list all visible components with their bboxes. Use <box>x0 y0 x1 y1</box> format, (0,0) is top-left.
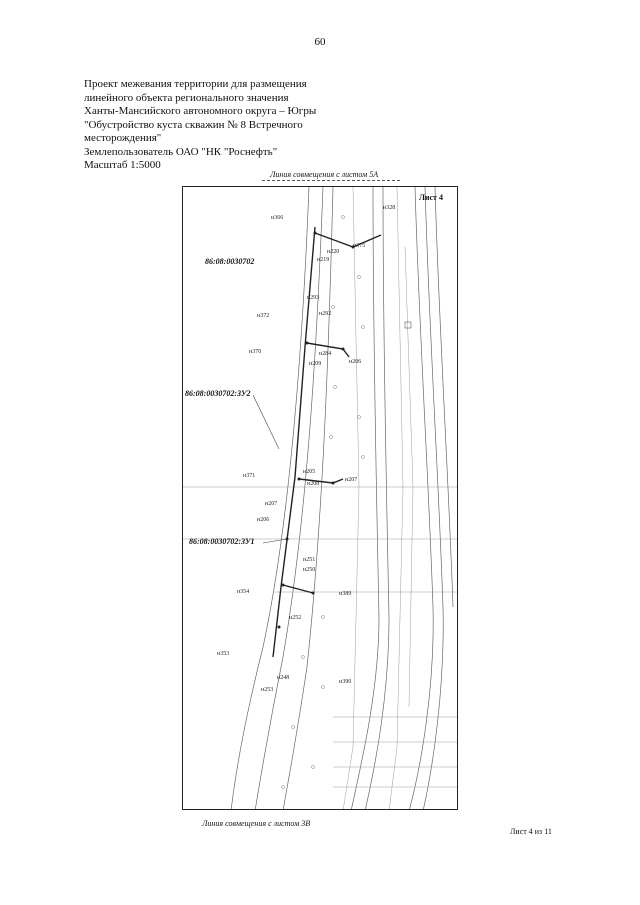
point-label: н328 <box>383 205 396 211</box>
point-label: н389 <box>339 591 352 597</box>
survey-map: Лист 4 86:08:0030702 86:08:0030702:ЗУ2 8… <box>182 186 458 810</box>
map-drawing <box>183 187 457 809</box>
header-line: Землепользователь ОАО "НК "Роснефть" <box>84 145 278 158</box>
point-label: н390 <box>339 679 352 685</box>
scale-line: Масштаб 1:5000 <box>84 159 161 171</box>
point-label: н250 <box>303 567 316 573</box>
point-label: н208 <box>307 481 320 487</box>
header-line: "Обустройство куста скважин № 8 Встречно… <box>84 118 303 131</box>
cadastral-plot-zu1-label: 86:08:0030702:ЗУ1 <box>189 537 255 546</box>
point-label: н293 <box>307 295 320 301</box>
point-label: н284 <box>319 351 332 357</box>
point-label: н353 <box>217 651 230 657</box>
point-label: н209 <box>309 361 322 367</box>
point-label: н220 <box>327 249 340 255</box>
page-number: 60 <box>314 36 326 48</box>
point-label: н248 <box>277 675 290 681</box>
point-label: н207 <box>345 477 358 483</box>
cadastral-plot-zu2-label: 86:08:0030702:ЗУ2 <box>185 389 251 398</box>
point-label: н205 <box>303 469 316 475</box>
point-label: н292 <box>319 311 332 317</box>
bottom-match-line-label: Линия совмещения с листом 3В <box>202 819 311 828</box>
sheet-label: Лист 4 <box>418 193 443 202</box>
top-match-line-rule <box>262 180 400 181</box>
point-label: н354 <box>237 589 250 595</box>
point-label: н370 <box>249 349 262 355</box>
point-label: н206 <box>349 359 362 365</box>
cadastral-quarter-label: 86:08:0030702 <box>205 257 255 266</box>
point-label: н207 <box>265 501 278 507</box>
point-label: н253 <box>261 687 274 693</box>
header-line: Ханты-Мансийского автономного округа – Ю… <box>84 105 317 117</box>
header-line: Проект межевания территории для размещен… <box>84 78 307 90</box>
point-label: н371 <box>243 473 256 479</box>
point-label: н366 <box>271 215 284 221</box>
point-label: н251 <box>303 557 316 563</box>
point-label: н375 <box>353 243 366 249</box>
document-header: Проект межевания территории для размещен… <box>84 78 384 173</box>
sheet-counter: Лист 4 из 11 <box>510 827 552 836</box>
top-match-line-label: Линия совмещения с листом 5А <box>270 170 379 179</box>
point-label: н206 <box>257 517 270 523</box>
header-line: месторождения" <box>84 132 162 144</box>
point-label: н219 <box>317 257 330 263</box>
point-label: н252 <box>289 615 302 621</box>
point-label: н372 <box>257 313 270 319</box>
header-line: линейного объекта регионального значения <box>84 91 289 104</box>
